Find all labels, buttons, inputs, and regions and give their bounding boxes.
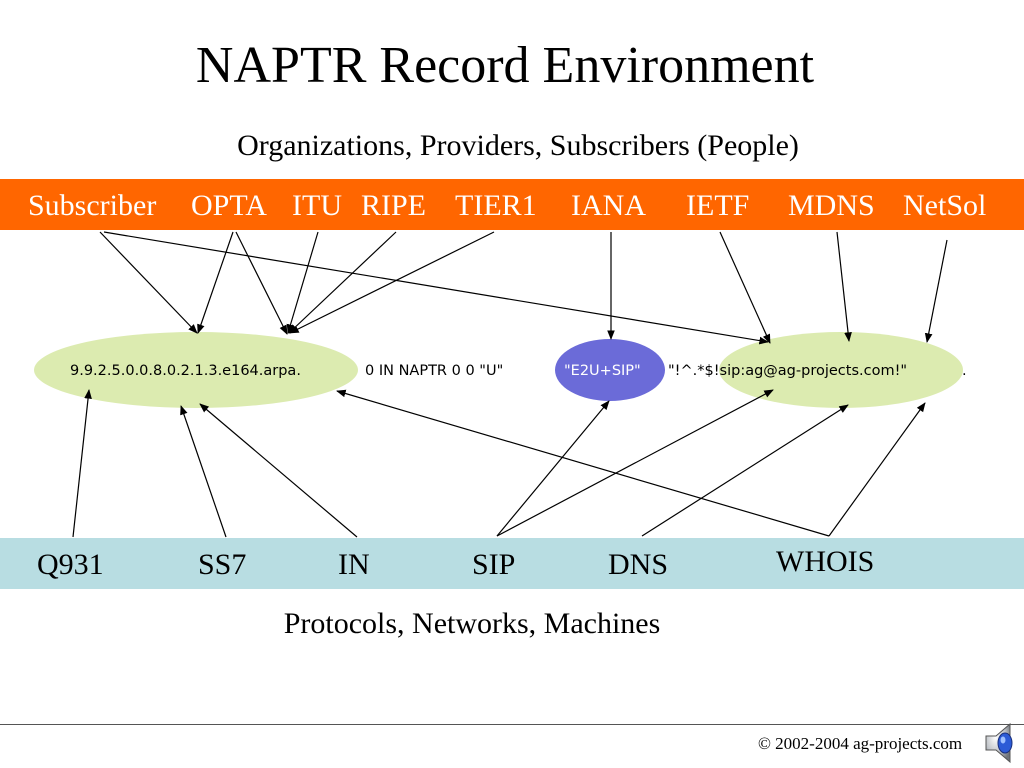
protocol-whois: WHOIS [776,545,875,578]
record-replacement: . [962,363,967,379]
arrow-opta-domain [197,231,234,334]
org-mdns: MDNS [788,189,875,222]
slide-title: NAPTR Record Environment [195,37,815,94]
arrow-netsol-regexp [924,239,948,343]
protocol-ss7: SS7 [198,548,247,581]
record-service: "E2U+SIP" [564,363,641,379]
footer-divider [0,724,1024,725]
speaker-icon[interactable] [978,718,1024,768]
org-opta: OPTA [191,189,267,222]
record-domain: 9.9.2.5.0.0.8.0.2.1.3.e164.arpa. [70,363,301,379]
protocol-in: IN [338,548,370,581]
org-itu: ITU [292,189,342,222]
regexp-ellipse [719,332,963,408]
bottom-caption: Protocols, Networks, Machines [283,607,661,640]
org-ietf: IETF [686,189,750,222]
arrow-opta-domain2 [235,231,288,335]
arrow-whois-domain [336,389,830,537]
arrow-dns-regexp [641,404,849,537]
org-ripe: RIPE [361,189,427,222]
protocols-bar [0,538,1024,589]
arrow-subscriber-domain [99,231,198,334]
arrow-subscriber-regexp [103,231,769,345]
protocol-sip: SIP [472,548,516,581]
top-caption: Organizations, Providers, Subscribers (P… [237,129,799,162]
service-ellipse [555,339,665,401]
org-tier1: TIER1 [455,189,537,222]
org-iana: IANA [571,189,646,222]
arrow-tier1-domain [289,231,495,334]
arrow-ripe-domain [288,231,397,334]
arrow-in-domain [199,403,358,538]
arrow-sip-service [496,400,610,537]
arrow-ss7-domain [180,405,227,538]
record-regexp: "!^.*$!sip:ag@ag-projects.com!" [668,363,908,379]
arrow-ietf-regexp [719,231,771,344]
protocol-q931: Q931 [37,548,104,581]
copyright-text: © 2002-2004 ag-projects.com [758,734,963,753]
arrow-q931-domain [72,389,92,538]
arrow-sip-regexp [496,389,774,537]
arrow-itu-domain [286,231,319,334]
arrow-whois-regexp [828,402,926,537]
record-fields: 0 IN NAPTR 0 0 "U" [365,363,504,379]
arrow-mdns-regexp [836,231,852,342]
domain-ellipse [34,332,358,408]
organizations-bar [0,179,1024,230]
org-subscriber: Subscriber [28,189,157,222]
org-netsol: NetSol [903,189,987,222]
protocol-dns: DNS [608,548,669,581]
